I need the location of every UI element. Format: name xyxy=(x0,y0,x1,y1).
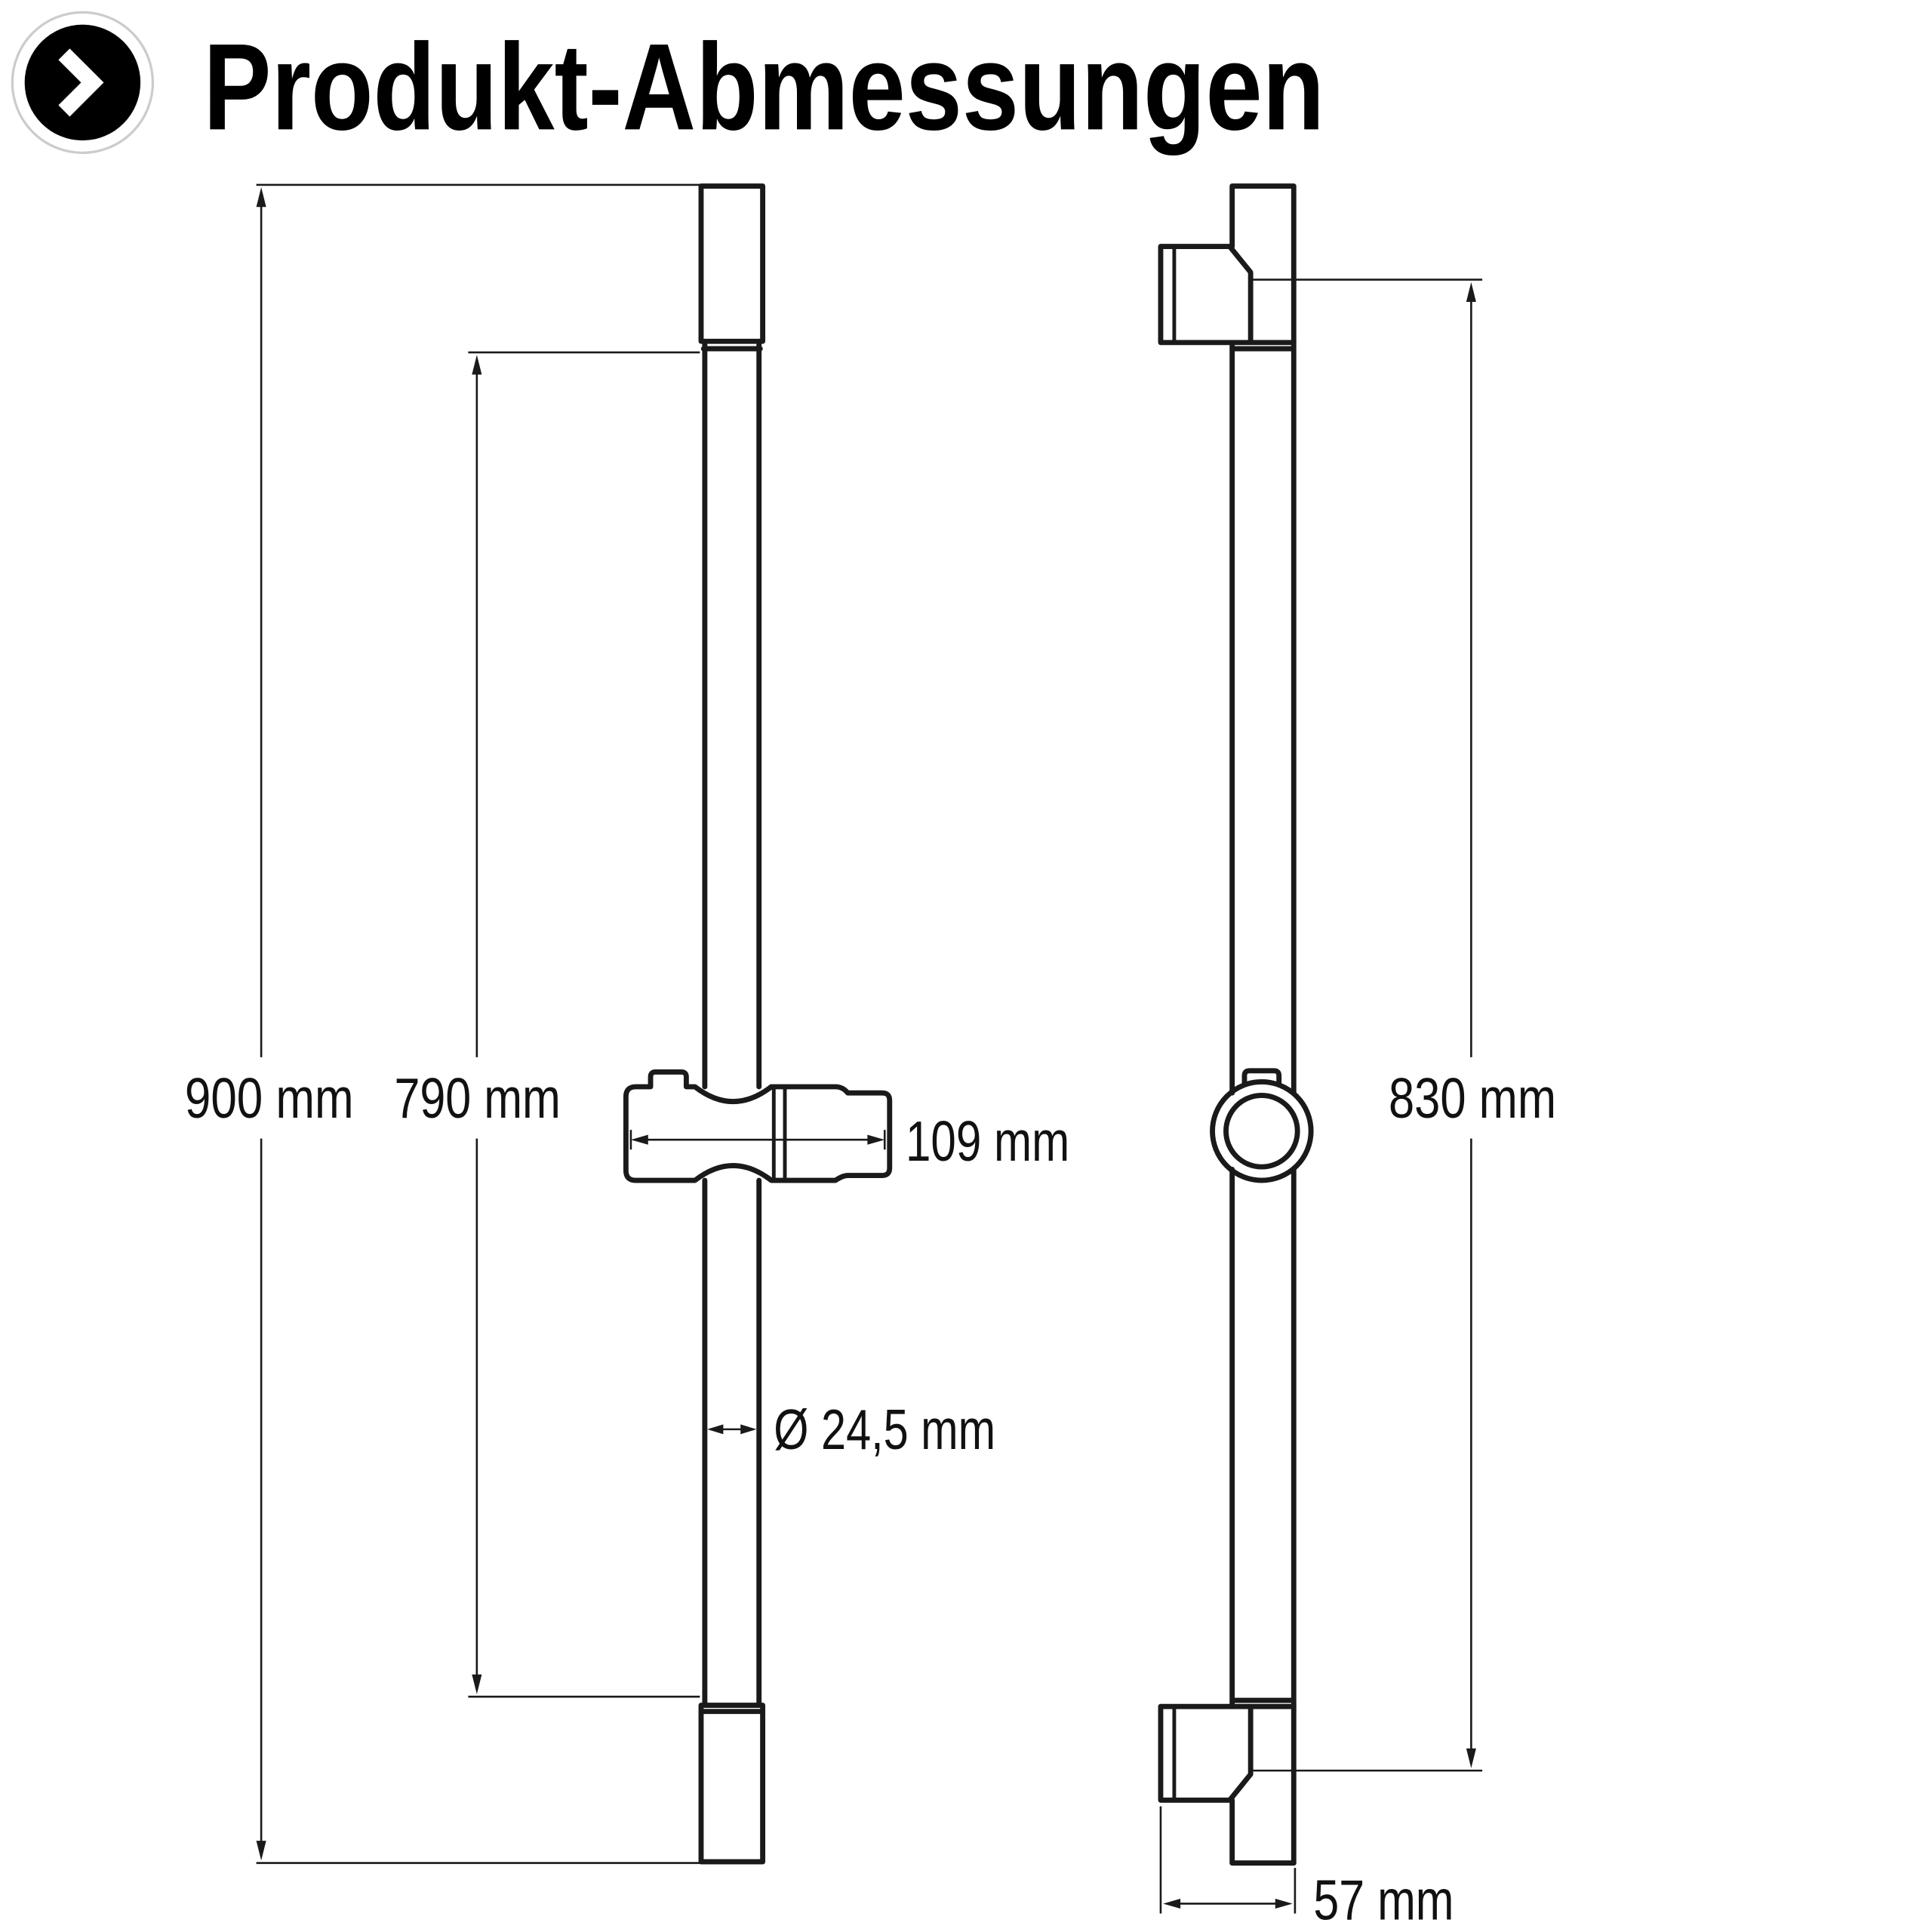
bottom-wall-bracket xyxy=(1158,1703,1297,1803)
side-view: 830 mm 57 mm xyxy=(1158,183,1556,1932)
dimension-mount-spacing-side: 830 mm xyxy=(1251,278,1556,1772)
slider-front xyxy=(623,1069,893,1183)
mount-spacing-side-label: 830 mm xyxy=(1389,1066,1556,1130)
overall-height-label: 900 mm xyxy=(185,1066,354,1130)
slider-side xyxy=(1210,1068,1314,1183)
top-wall-bracket xyxy=(1158,244,1297,346)
rail-tube-side xyxy=(1229,183,1297,1866)
slider-width-label: 109 mm xyxy=(906,1109,1069,1173)
chevron-right-icon xyxy=(11,11,155,155)
header: Produkt-Abmessungen xyxy=(11,11,1324,155)
dimension-tube-diameter: Ø 24,5 mm xyxy=(707,1398,995,1461)
bottom-end-cap xyxy=(698,1703,766,1865)
wall-distance-label: 57 mm xyxy=(1313,1869,1454,1932)
dimension-overall-height: 900 mm xyxy=(185,183,700,1864)
mount-spacing-front-label: 790 mm xyxy=(394,1066,560,1130)
dimension-wall-distance: 57 mm xyxy=(1159,1806,1454,1932)
front-view: 900 mm 790 mm 109 mm Ø 24,5 mm xyxy=(185,183,1069,1865)
tube-diameter-label: Ø 24,5 mm xyxy=(774,1398,995,1461)
top-end-cap xyxy=(698,183,766,344)
dimension-slider-width: 109 mm xyxy=(629,1109,1069,1173)
page-title: Produkt-Abmessungen xyxy=(203,17,1324,155)
dimension-mount-spacing-front: 790 mm xyxy=(394,351,700,1698)
rail-tube xyxy=(702,338,762,1709)
